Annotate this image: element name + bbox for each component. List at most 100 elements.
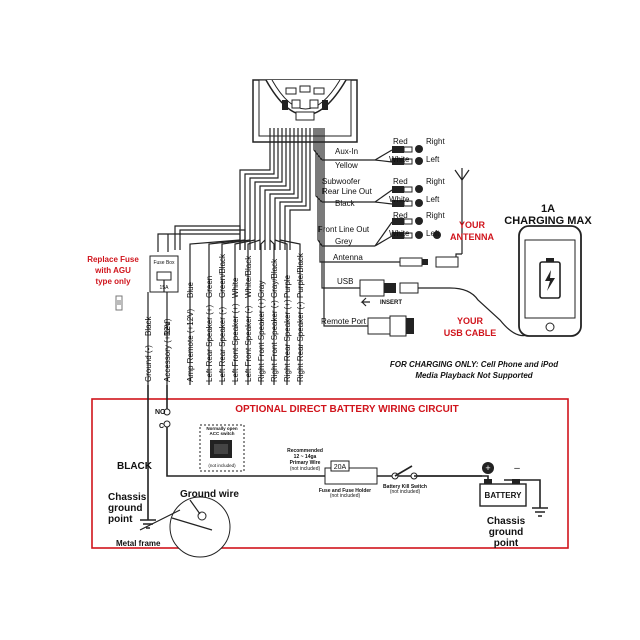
spare-fuse-icon: [115, 295, 123, 311]
rca3-left: Left: [426, 229, 440, 238]
wire-color-label: Black: [144, 315, 153, 336]
charging-note: FOR CHARGING ONLY: Cell Phone and iPod M…: [390, 360, 559, 380]
wire-name-label: Left Rear Speaker (-): [218, 307, 227, 382]
wire-name-label: Right Rear Speaker (+): [283, 299, 292, 382]
svg-text:+: +: [485, 463, 490, 473]
black-wire-label: BLACK: [117, 461, 153, 472]
wire-color-label: Blue: [186, 281, 195, 298]
metal-frame-label: Metal frame: [116, 539, 161, 548]
wire-name-label: Left Rear Speaker (+): [205, 305, 214, 382]
your-usb-cable-1: YOUR: [457, 316, 484, 326]
charging-note-1: FOR CHARGING ONLY: Cell Phone and iPod: [390, 360, 559, 369]
replace-fuse-1: Replace Fuse: [87, 255, 139, 264]
wire-color-label: White/Black: [244, 255, 253, 298]
recommended-3: Primary Wire: [290, 460, 321, 466]
acc-switch-2: ACC switch: [209, 431, 234, 436]
wire-name-label: Left Front Speaker (+): [231, 303, 240, 382]
battery-circuit-labels: OPTIONAL DIRECT BATTERY WIRING CIRCUIT N…: [108, 404, 526, 549]
chassis-left-2: ground: [108, 503, 142, 514]
wire-line: [274, 239, 288, 250]
wire-line: [279, 239, 301, 250]
ground-wire-label: Ground wire: [180, 489, 239, 500]
charging-title-2: CHARGING MAX: [504, 215, 592, 227]
wire-color-label: Gray: [257, 281, 266, 298]
front-line-out-label: Front Line Out: [318, 225, 370, 234]
chassis-right-3: point: [494, 538, 519, 549]
wire-color-label: Purple/Black: [296, 252, 305, 298]
kill-switch-1: Battery Kill Switch: [383, 484, 427, 490]
grey-label: Grey: [335, 237, 352, 246]
fuse-rating-label: 20A: [334, 464, 347, 471]
recommended-4: (not included): [290, 466, 321, 472]
rca1-right: Right: [426, 137, 445, 146]
recommended-1: Recommended: [287, 448, 323, 454]
wire-color-label: White: [231, 277, 240, 298]
wire-color-label: Purple: [283, 274, 292, 298]
remote-port: [367, 315, 414, 337]
no-label: NO: [155, 409, 166, 416]
replace-fuse-note: Replace Fuse with AGU type only: [87, 255, 139, 286]
wire-name-label: Right Rear Speaker (-): [296, 301, 305, 382]
acc-switch-note: (not included): [208, 463, 236, 468]
wire-color-label: Red: [163, 321, 172, 336]
fuse-box-rating: 15A: [160, 285, 170, 291]
wire-color-label: Gray/Black: [270, 258, 279, 298]
svg-text:–: –: [514, 463, 520, 474]
wire-line: [269, 239, 275, 250]
rca1-red: Red: [393, 137, 408, 146]
rca2-white: White: [389, 195, 410, 204]
wire-fan: [147, 239, 301, 385]
fuse-box: [149, 255, 179, 293]
rca-front-line-out: [374, 217, 423, 247]
your-antenna-1: YOUR: [459, 220, 486, 230]
aux-in-label: Aux-In: [335, 147, 358, 156]
head-unit-cables: [313, 128, 400, 327]
rca2-right: Right: [426, 177, 445, 186]
wire-name-label: Ground (-): [144, 345, 153, 382]
insert-label: INSERT: [380, 300, 402, 306]
head-unit: [252, 79, 358, 143]
c-label: C: [159, 423, 164, 430]
wire-line: [234, 239, 256, 250]
rca1-left: Left: [426, 155, 440, 164]
harness-bundle: [157, 128, 311, 252]
wire-line: [247, 239, 261, 250]
wire-name-label: Accessory (+12V): [163, 318, 172, 382]
chassis-left-1: Chassis: [108, 492, 147, 503]
remote-port-label: Remote Port: [321, 317, 367, 326]
usb-cable-callout: YOUR USB CABLE: [444, 316, 497, 338]
rca2-left: Left: [426, 195, 440, 204]
usb-label: USB: [337, 277, 353, 286]
your-usb-cable-2: USB CABLE: [444, 328, 497, 338]
your-antenna-2: ANTENNA: [450, 232, 494, 242]
battery-circuit-title: OPTIONAL DIRECT BATTERY WIRING CIRCUIT: [235, 404, 459, 415]
wire-line: [208, 239, 246, 250]
wire-line: [260, 239, 266, 250]
wire-color-label: Green: [205, 276, 214, 298]
antenna-callout: YOUR ANTENNA: [450, 220, 494, 242]
antenna-label: Antenna: [333, 253, 363, 262]
wire-line: [221, 239, 251, 250]
antenna-connector: [399, 168, 470, 268]
ground-wire-inset: [139, 496, 231, 558]
fuse-box-title: Fuse Box: [153, 260, 175, 266]
wire-name-label: Right Front Speaker (-): [270, 300, 279, 382]
charging-title: 1A CHARGING MAX: [504, 203, 592, 227]
phone-icon: [518, 225, 582, 337]
fuse-holder-1: Fuse and Fuse Holder: [319, 488, 371, 494]
subwoofer-label-1: Subwoofer: [322, 177, 361, 186]
recommended-2: 12 ~ 14ga: [294, 454, 317, 460]
fuse-box-labels: Fuse Box 15A: [153, 260, 175, 291]
replace-fuse-2: with AGU: [94, 266, 131, 275]
chassis-right-2: ground: [489, 527, 523, 538]
subwoofer-label-2: Rear Line Out: [322, 187, 373, 196]
rca3-red: Red: [393, 211, 408, 220]
wire-name-label: Amp Remote (+12V): [186, 309, 195, 382]
rca2-red: Red: [393, 177, 408, 186]
rca-plugs: [374, 145, 441, 247]
replace-fuse-3: type only: [95, 277, 131, 286]
wire-color-label: Green/Black: [218, 253, 227, 298]
kill-switch-2: (not included): [390, 489, 421, 495]
